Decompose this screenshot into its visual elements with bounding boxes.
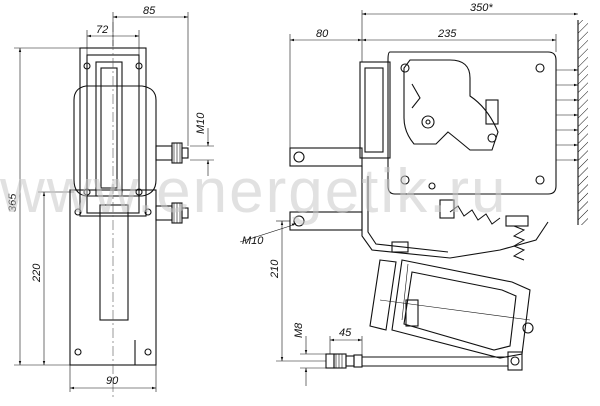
dim-220: 220 bbox=[31, 263, 43, 283]
dim-m10-side: M10 bbox=[242, 235, 264, 247]
dim-365: 365 bbox=[7, 193, 19, 212]
terminal-stud-upper bbox=[155, 142, 189, 164]
dim-235: 235 bbox=[437, 28, 457, 40]
bottom-stud bbox=[325, 351, 523, 371]
load-arrows bbox=[556, 68, 578, 162]
front-view bbox=[69, 22, 189, 398]
dim-90: 90 bbox=[106, 375, 119, 387]
dim-85: 85 bbox=[143, 5, 156, 17]
dim-45: 45 bbox=[339, 327, 352, 339]
dim-m8: M8 bbox=[293, 322, 305, 338]
spring bbox=[439, 199, 529, 261]
dim-210: 210 bbox=[269, 259, 281, 279]
front-view-dimensions: 85 72 365 220 90 M10 bbox=[7, 5, 214, 392]
dim-72: 72 bbox=[96, 24, 108, 36]
watermark: www.energetik.ru bbox=[0, 157, 508, 226]
dim-350: 350* bbox=[470, 2, 493, 14]
terminal-stud-lower bbox=[155, 202, 189, 224]
side-view bbox=[289, 20, 588, 371]
dim-80: 80 bbox=[316, 28, 329, 40]
side-view-dimensions: 350* 80 235 M10 210 M8 45 bbox=[239, 2, 578, 386]
dim-m10-front: M10 bbox=[195, 112, 207, 134]
